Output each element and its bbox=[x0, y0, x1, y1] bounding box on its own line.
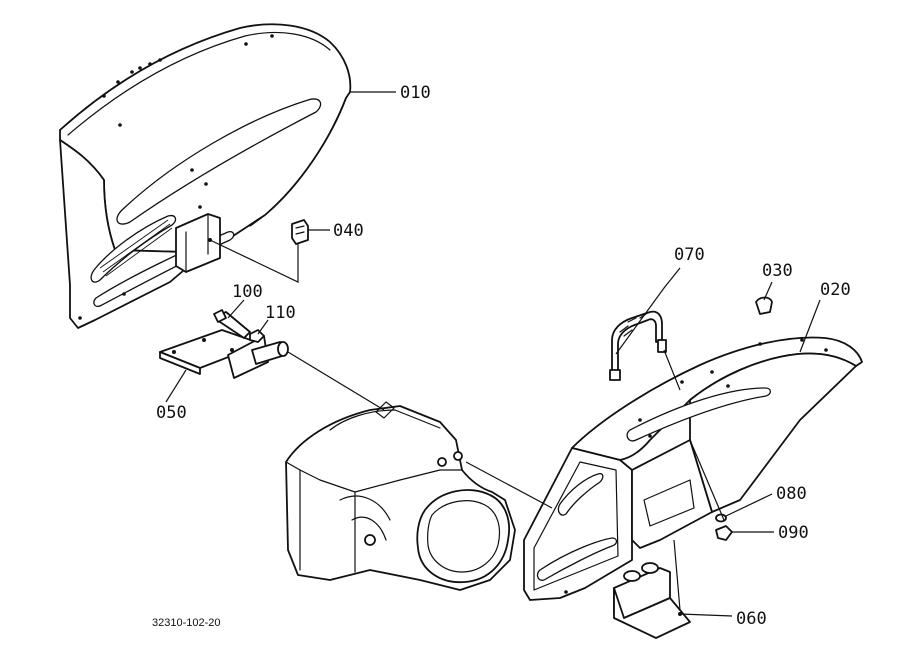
callout-050: 050 bbox=[156, 403, 187, 423]
callout-030: 030 bbox=[762, 261, 793, 281]
nut-090 bbox=[715, 525, 733, 541]
callout-110: 110 bbox=[265, 303, 296, 323]
bolt-040 bbox=[291, 219, 309, 245]
washer-080 bbox=[715, 513, 727, 523]
left-fender bbox=[59, 23, 352, 329]
callout-labels: 010 040 100 110 050 070 030 020 080 090 … bbox=[152, 83, 851, 629]
callout-070: 070 bbox=[674, 245, 705, 265]
leader-lines bbox=[165, 91, 821, 617]
transmission-case bbox=[285, 401, 516, 591]
handle-070 bbox=[609, 310, 667, 381]
callout-020: 020 bbox=[820, 280, 851, 300]
callout-090: 090 bbox=[778, 523, 809, 543]
callout-060: 060 bbox=[736, 609, 767, 629]
nut-110 bbox=[249, 329, 265, 343]
right-fender bbox=[523, 336, 863, 601]
callout-080: 080 bbox=[776, 484, 807, 504]
callout-100: 100 bbox=[232, 282, 263, 302]
drawing-number: 32310-102-20 bbox=[152, 617, 221, 629]
bracket-060 bbox=[613, 562, 691, 639]
callout-010: 010 bbox=[400, 83, 431, 103]
callout-040: 040 bbox=[333, 221, 364, 241]
bolt-030 bbox=[755, 296, 773, 315]
bracket-050 bbox=[159, 329, 289, 379]
bolt-100 bbox=[213, 309, 251, 339]
